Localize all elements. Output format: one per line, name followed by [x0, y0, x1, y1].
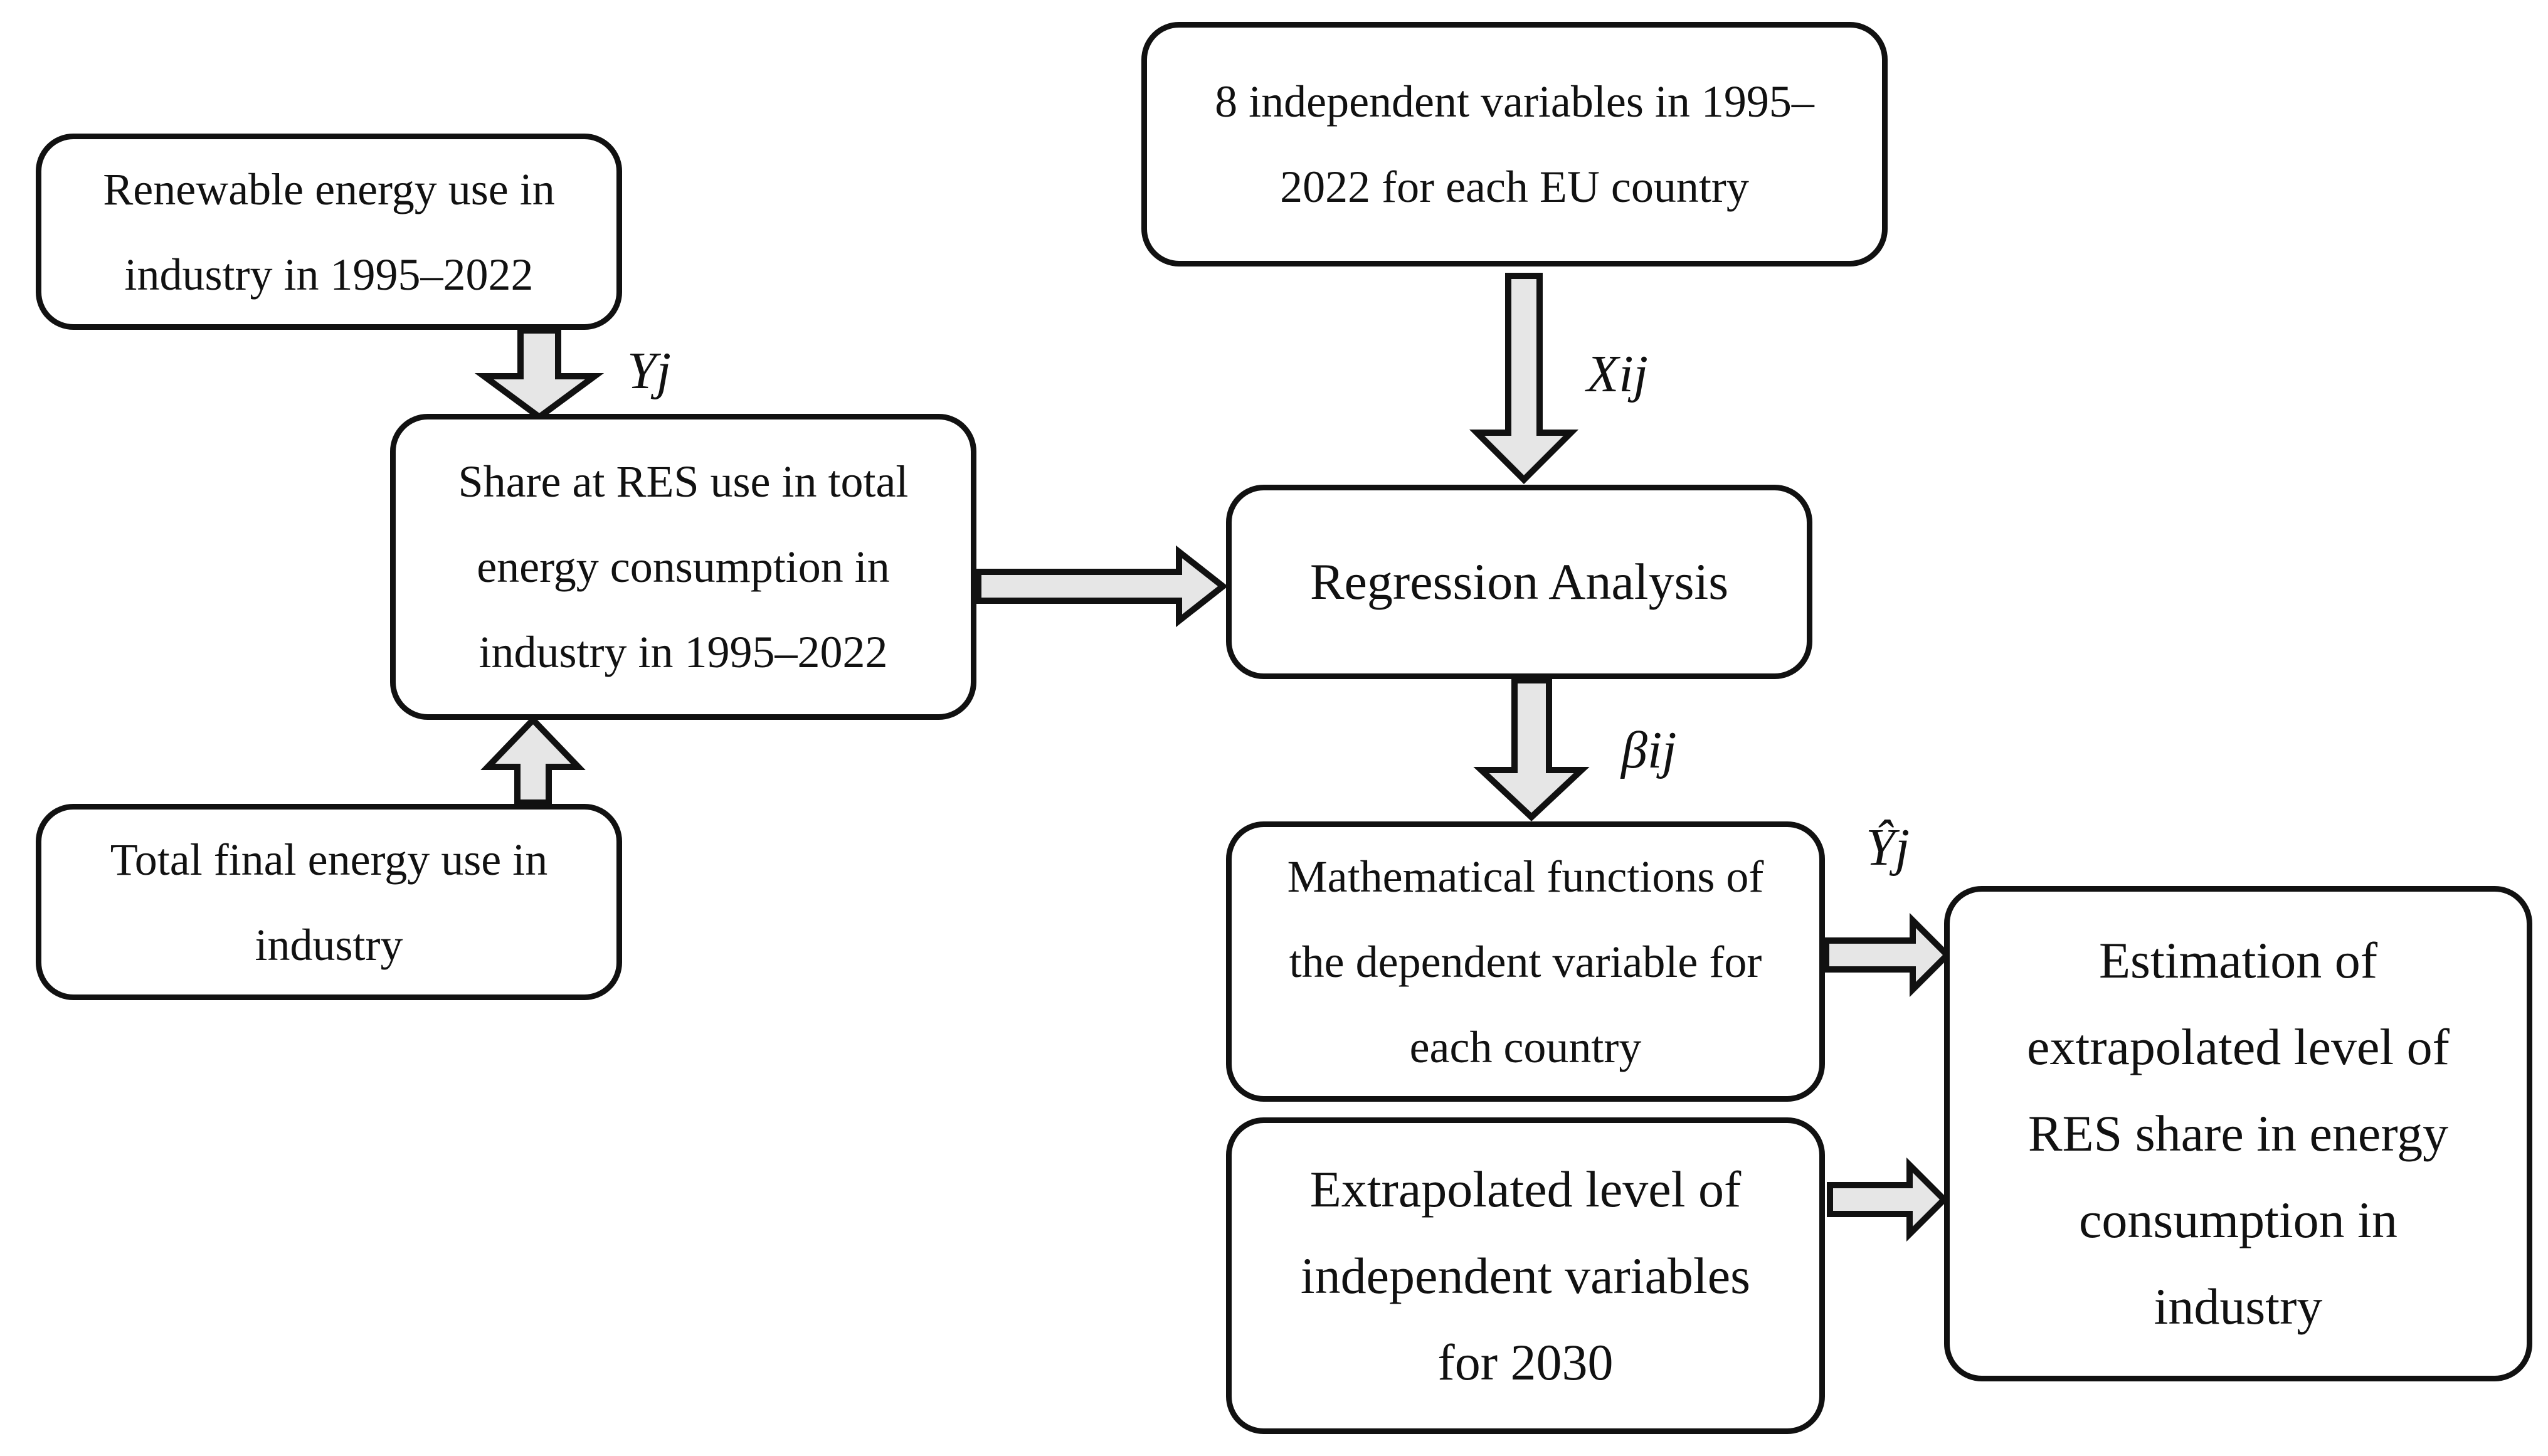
- regression-analysis-text: Regression Analysis: [1309, 553, 1729, 610]
- mathematical-functions-box: Mathematical functions of the dependent …: [1226, 821, 1825, 1102]
- share-res-box: Share at RES use in total energy consump…: [390, 414, 976, 720]
- label-xij: Xij: [1587, 345, 1648, 403]
- arrow-vars-to-regression: [1469, 273, 1579, 485]
- share-res-text: Share at RES use in total energy consump…: [458, 456, 909, 677]
- arrow-share-to-regression: [975, 545, 1229, 628]
- label-yj: Yj: [627, 342, 672, 400]
- independent-variables-text: 8 independent variables in 1995– 2022 fo…: [1215, 76, 1814, 212]
- independent-variables-box: 8 independent variables in 1995– 2022 fo…: [1141, 22, 1888, 266]
- extrapolated-variables-box: Extrapolated level of independent variab…: [1226, 1117, 1825, 1434]
- arrow-total-to-share: [480, 715, 586, 806]
- renewable-energy-use-box: Renewable energy use in industry in 1995…: [36, 134, 622, 330]
- renewable-energy-use-text: Renewable energy use in industry in 1995…: [103, 164, 555, 300]
- arrow-extrapolated-to-estimation: [1827, 1157, 1949, 1242]
- total-final-energy-use-text: Total final energy use in industry: [110, 834, 548, 970]
- regression-analysis-box: Regression Analysis: [1226, 485, 1812, 679]
- label-beta-ij: βij: [1621, 721, 1677, 779]
- mathematical-functions-text: Mathematical functions of the dependent …: [1287, 851, 1764, 1072]
- label-yj-hat: Ŷj: [1866, 818, 1910, 877]
- arrow-functions-to-estimation: [1823, 912, 1952, 998]
- estimation-box: Estimation of extrapolated level of RES …: [1944, 886, 2532, 1381]
- arrow-renewable-to-share: [474, 327, 605, 421]
- extrapolated-variables-text: Extrapolated level of independent variab…: [1300, 1160, 1751, 1391]
- estimation-text: Estimation of extrapolated level of RES …: [2027, 932, 2450, 1335]
- total-final-energy-use-box: Total final energy use in industry: [36, 804, 622, 1000]
- arrow-regression-to-functions: [1473, 677, 1590, 821]
